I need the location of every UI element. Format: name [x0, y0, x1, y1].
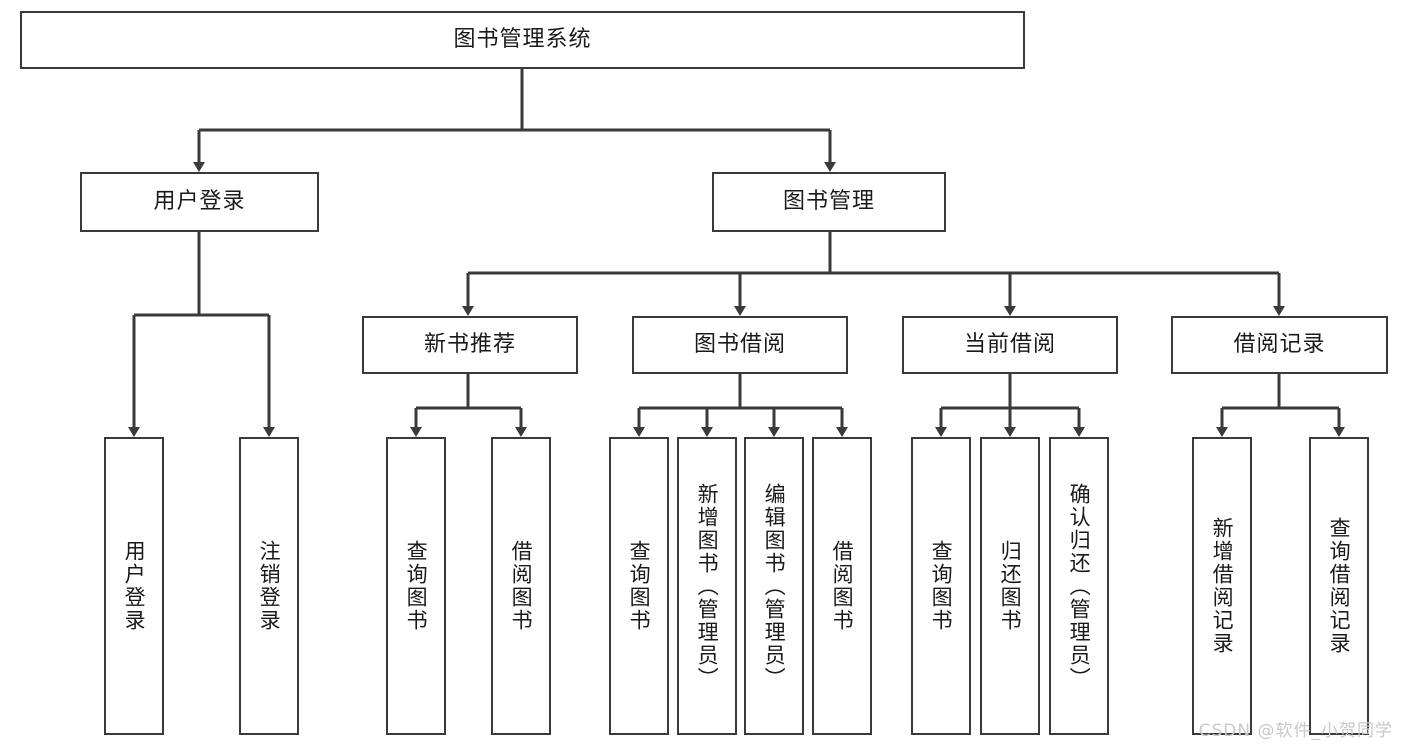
leaf-current-confirm-return[interactable]: 确认归还（管理员）	[1049, 437, 1109, 735]
leaf-borrow-edit-book[interactable]: 编辑图书（管理员）	[744, 437, 804, 735]
leaf-user-login-logout-label: 注销登录	[257, 540, 282, 632]
node-book-management-label: 图书管理	[782, 188, 875, 214]
node-current-borrow-label: 当前借阅	[963, 331, 1056, 357]
leaf-current-confirm-return-label: 确认归还（管理员）	[1067, 482, 1092, 690]
leaf-borrow-borrow-book-label: 借阅图书	[830, 540, 855, 632]
node-new-book-recommend-label: 新书推荐	[423, 331, 516, 357]
node-current-borrow[interactable]: 当前借阅	[902, 316, 1118, 374]
node-borrow-record[interactable]: 借阅记录	[1171, 316, 1388, 374]
node-book-borrow[interactable]: 图书借阅	[632, 316, 848, 374]
leaf-record-add-record-label: 新增借阅记录	[1210, 517, 1235, 655]
leaf-borrow-borrow-book[interactable]: 借阅图书	[812, 437, 872, 735]
node-book-borrow-label: 图书借阅	[693, 331, 786, 357]
leaf-user-login-login[interactable]: 用户登录	[104, 437, 164, 735]
leaf-current-return-book[interactable]: 归还图书	[980, 437, 1040, 735]
leaf-new-book-borrow-label: 借阅图书	[509, 540, 534, 632]
node-root-system-label: 图书管理系统	[453, 26, 592, 52]
leaf-borrow-edit-book-label: 编辑图书（管理员）	[762, 482, 787, 690]
leaf-borrow-add-book[interactable]: 新增图书（管理员）	[677, 437, 737, 735]
leaf-new-book-borrow[interactable]: 借阅图书	[491, 437, 551, 735]
node-new-book-recommend[interactable]: 新书推荐	[362, 316, 578, 374]
leaf-current-query-book[interactable]: 查询图书	[911, 437, 971, 735]
leaf-current-query-book-label: 查询图书	[929, 540, 954, 632]
leaf-borrow-add-book-label: 新增图书（管理员）	[695, 482, 720, 690]
leaf-new-book-query[interactable]: 查询图书	[386, 437, 446, 735]
leaf-user-login-logout[interactable]: 注销登录	[239, 437, 299, 735]
leaf-current-return-book-label: 归还图书	[998, 540, 1023, 632]
node-borrow-record-label: 借阅记录	[1233, 331, 1326, 357]
node-root-system[interactable]: 图书管理系统	[20, 11, 1025, 69]
node-user-login-label: 用户登录	[153, 188, 246, 214]
leaf-borrow-query-book[interactable]: 查询图书	[609, 437, 669, 735]
csdn-watermark: CSDN @软件_小贺同学	[1198, 721, 1393, 741]
leaf-record-add-record[interactable]: 新增借阅记录	[1192, 437, 1252, 735]
leaf-record-query-record-label: 查询借阅记录	[1327, 517, 1352, 655]
leaf-borrow-query-book-label: 查询图书	[627, 540, 652, 632]
leaf-record-query-record[interactable]: 查询借阅记录	[1309, 437, 1369, 735]
leaf-new-book-query-label: 查询图书	[404, 540, 429, 632]
node-user-login[interactable]: 用户登录	[80, 172, 319, 232]
node-book-management[interactable]: 图书管理	[712, 172, 946, 232]
leaf-user-login-login-label: 用户登录	[122, 540, 147, 632]
